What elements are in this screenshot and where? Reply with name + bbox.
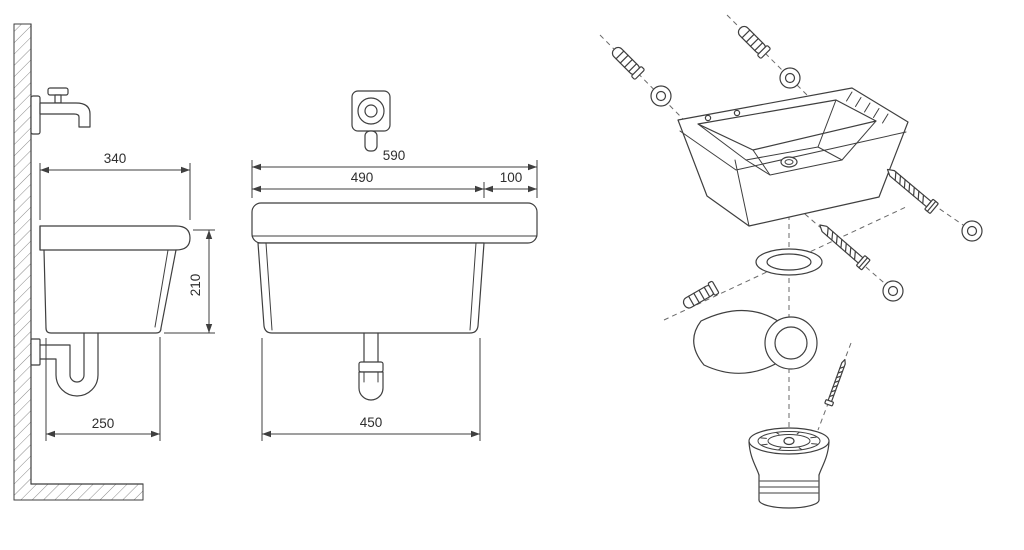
dimension-490: 490: [252, 170, 485, 198]
cover-cap-4: [882, 280, 904, 302]
sink-rim-front: [251, 202, 538, 244]
front-view: 590 490 100: [251, 90, 538, 441]
dimension-340: 340: [39, 151, 191, 220]
faucet-front-view: [351, 90, 391, 152]
wall-plug-top-left: [608, 43, 646, 81]
bracket-wing: [693, 309, 782, 374]
floor-section: [31, 484, 143, 500]
dim-490-label: 490: [351, 170, 374, 185]
drain-nut: [358, 361, 384, 373]
dimension-100: 100: [484, 170, 537, 193]
sealing-gasket: [755, 248, 823, 276]
sink-side-profile: [39, 225, 191, 334]
exploded-view: [599, 14, 983, 509]
drain-front-view: [358, 332, 384, 401]
cover-cap-3: [961, 220, 983, 242]
dimension-250: 250: [45, 337, 161, 441]
strainer-threads: [759, 480, 819, 494]
faucet-spout-front: [364, 130, 378, 152]
sink-rim-side: [39, 225, 191, 251]
side-view: 340 210 250: [13, 23, 215, 501]
dim-450-label: 450: [360, 415, 383, 430]
dim-590-label: 590: [383, 148, 406, 163]
dim-100-label: 100: [500, 170, 523, 185]
sink-basin-front: [257, 242, 485, 334]
fixing-screw-1: [882, 163, 939, 215]
drain-cup: [358, 371, 384, 401]
drain-hole: [780, 156, 798, 168]
mounting-bracket: [693, 309, 818, 374]
dim-250-label: 250: [92, 416, 115, 431]
wall-plug-lower: [680, 280, 720, 312]
cover-cap-1: [650, 85, 672, 107]
thin-screw: [824, 357, 850, 407]
dimension-210: 210: [164, 229, 215, 334]
sink-front-view: [251, 202, 538, 334]
mounting-hole-1: [704, 114, 712, 122]
dimension-450: 450: [261, 338, 481, 441]
dim-210-label: 210: [188, 274, 203, 297]
faucet-handle: [47, 87, 69, 96]
soap-dish-ribs: [846, 91, 889, 124]
sink-basin-isometric: [677, 87, 909, 227]
trap-wall-flange: [30, 338, 41, 366]
mounting-hole-2: [733, 109, 741, 117]
drain-strainer: [748, 427, 830, 509]
p-trap: [30, 332, 99, 397]
wall-plug-top-right: [734, 22, 772, 60]
dimension-590: 590: [251, 148, 538, 198]
strainer-grid-ticks: [760, 431, 818, 451]
dim-340-label: 340: [104, 151, 127, 166]
faucet-side-view: [30, 87, 91, 135]
faucet-spout: [39, 102, 91, 128]
cover-cap-2: [779, 67, 801, 89]
wall-section: [13, 23, 144, 501]
